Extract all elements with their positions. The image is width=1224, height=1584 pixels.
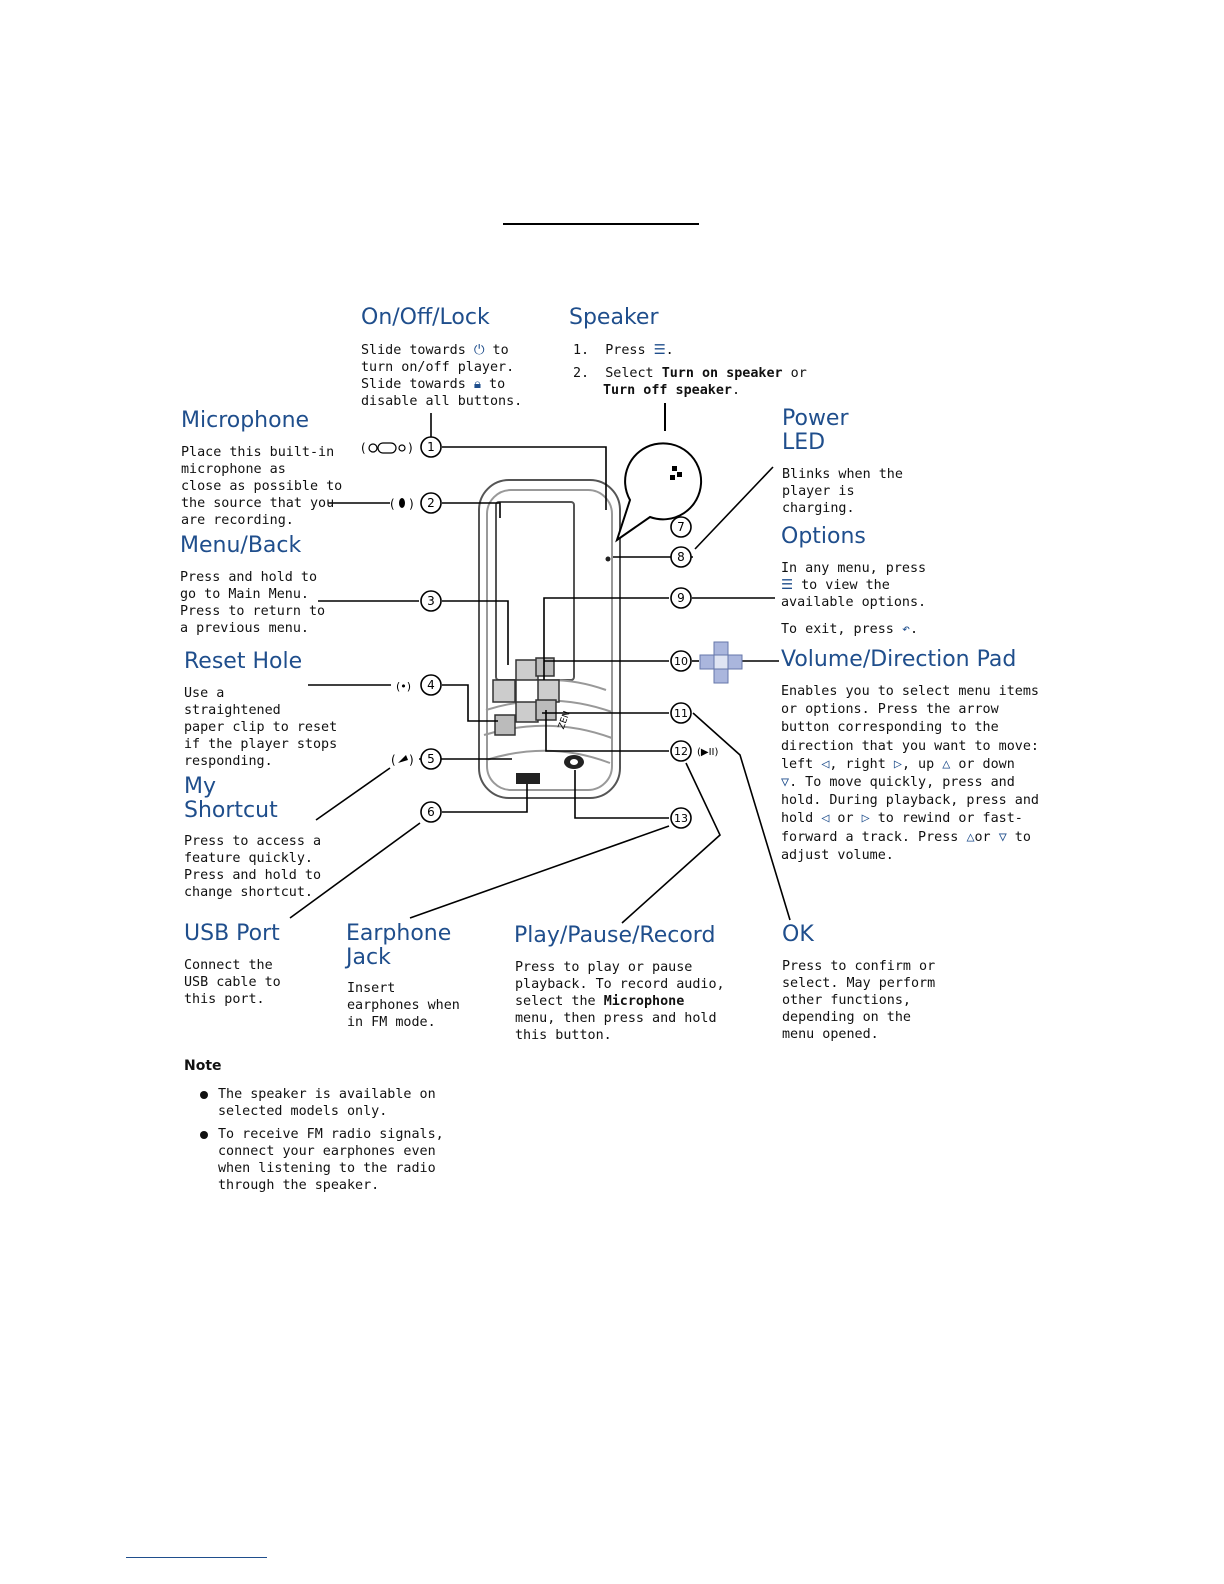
reset-hole-text: Use a straightened paper clip to reset i…: [184, 686, 338, 769]
up-arrow-icon: △: [942, 756, 951, 772]
play-pause-symbol: (▶II): [697, 747, 718, 758]
play-pause-title: Play/Pause/Record: [514, 923, 716, 948]
marker-11: 11: [670, 702, 692, 724]
leader-lines: [289, 413, 791, 924]
ok-text: Press to confirm or select. May perform …: [782, 959, 936, 1042]
svg-text:1: 1: [427, 440, 435, 454]
note-bullet: [200, 1131, 208, 1139]
marker-1: 1: [420, 436, 442, 458]
speaker-title: Speaker: [569, 305, 659, 330]
marker-4: 4: [420, 674, 442, 696]
microphone-icon: ( ): [390, 497, 414, 511]
note-item-2: To receive FM radio signals, connect you…: [218, 1127, 444, 1193]
volume-pad-text: Enables you to select menu items or opti…: [781, 684, 1039, 863]
earphone-jack-text: Insert earphones when in FM mode.: [347, 981, 460, 1030]
svg-text:(: (: [391, 753, 396, 767]
microphone-text: Place this built-in microphone as close …: [181, 445, 343, 528]
svg-text:5: 5: [427, 752, 435, 766]
svg-text:12: 12: [674, 745, 688, 758]
shortcut-icon: ( ): [391, 753, 414, 767]
options-title: Options: [781, 524, 866, 549]
menu-back-title: Menu/Back: [180, 533, 302, 558]
earphone-jack-title: Earphone Jack: [346, 921, 452, 970]
svg-text:13: 13: [674, 812, 688, 825]
right-arrow-icon: ▷: [893, 756, 902, 772]
lock-switch-icon: ( ): [361, 441, 413, 455]
ok-title: OK: [782, 922, 814, 947]
reset-symbol: (•): [396, 680, 411, 693]
svg-text:10: 10: [674, 655, 688, 668]
svg-text:3: 3: [427, 594, 435, 608]
back-icon: ↶: [901, 622, 910, 637]
svg-text:9: 9: [677, 591, 685, 605]
marker-7: 7: [670, 516, 692, 538]
svg-text:4: 4: [427, 678, 435, 692]
svg-text:11: 11: [674, 707, 688, 720]
direction-pad-icon: [699, 641, 743, 684]
usb-port-title: USB Port: [184, 921, 280, 946]
svg-text:8: 8: [677, 550, 685, 564]
microphone-title: Microphone: [181, 408, 310, 433]
top-rule: [503, 223, 699, 225]
marker-6: 6: [420, 801, 442, 823]
options-icon: ☰: [781, 578, 794, 593]
lock-icon: 🔒︎: [473, 377, 481, 392]
usb-port-shape: [516, 773, 540, 784]
power-led-text: Blinks when the player is charging.: [782, 467, 903, 516]
svg-text:(: (: [390, 497, 395, 511]
markers: 1 2 3 4 5 6 7 8 9 10 11 12 13: [420, 436, 692, 829]
options-text: In any menu, press ☰ to view the availab…: [781, 561, 927, 637]
note-bullet: [200, 1091, 208, 1099]
marker-12: 12: [670, 740, 692, 762]
left-arrow-icon: ◁: [821, 756, 830, 772]
note-title: Note: [184, 1058, 222, 1074]
power-led-dot: [605, 556, 611, 562]
speaker-bubble: [615, 442, 703, 543]
onoff-text: Slide towards ⏻ to turn on/off player. S…: [361, 343, 523, 409]
marker-10: 10: [670, 650, 692, 672]
my-shortcut-text: Press to access a feature quickly. Press…: [184, 834, 322, 900]
marker-2: 2: [420, 492, 442, 514]
footer-rule: [126, 1557, 267, 1558]
my-shortcut-title: My Shortcut: [184, 774, 278, 823]
power-icon: ⏻: [473, 343, 485, 358]
marker-13: 13: [670, 807, 692, 829]
marker-9: 9: [670, 587, 692, 609]
reset-hole-title: Reset Hole: [184, 649, 303, 674]
note-item-1: The speaker is available on selected mod…: [218, 1087, 436, 1119]
menu-back-text: Press and hold to go to Main Menu. Press…: [180, 570, 326, 636]
svg-text:): ): [409, 753, 414, 767]
up-arrow-icon: △: [966, 829, 975, 845]
speaker-text: 1. Press ☰. 2. Select Turn on speaker or…: [573, 343, 807, 398]
svg-text:(: (: [361, 441, 366, 455]
options-icon: ☰: [653, 343, 666, 358]
svg-text:6: 6: [427, 805, 435, 819]
marker-8: 8: [670, 546, 692, 568]
play-pause-text: Press to play or pause playback. To reco…: [515, 960, 725, 1043]
svg-text:7: 7: [677, 520, 685, 534]
usb-port-text: Connect the USB cable to this port.: [184, 958, 281, 1007]
volume-pad-title: Volume/Direction Pad: [781, 647, 1017, 672]
svg-text:): ): [408, 441, 413, 455]
power-led-title: Power LED: [782, 406, 849, 455]
onoff-title: On/Off/Lock: [361, 305, 490, 330]
left-arrow-icon: ◁: [821, 811, 830, 827]
svg-text:): ): [409, 497, 414, 511]
device-dpad: [492, 657, 560, 736]
marker-3: 3: [420, 590, 442, 612]
marker-5: 5: [420, 748, 442, 770]
svg-text:2: 2: [427, 496, 435, 510]
down-arrow-icon: ▽: [781, 775, 790, 791]
right-arrow-icon: ▷: [861, 811, 870, 827]
down-arrow-icon: ▽: [998, 829, 1007, 845]
